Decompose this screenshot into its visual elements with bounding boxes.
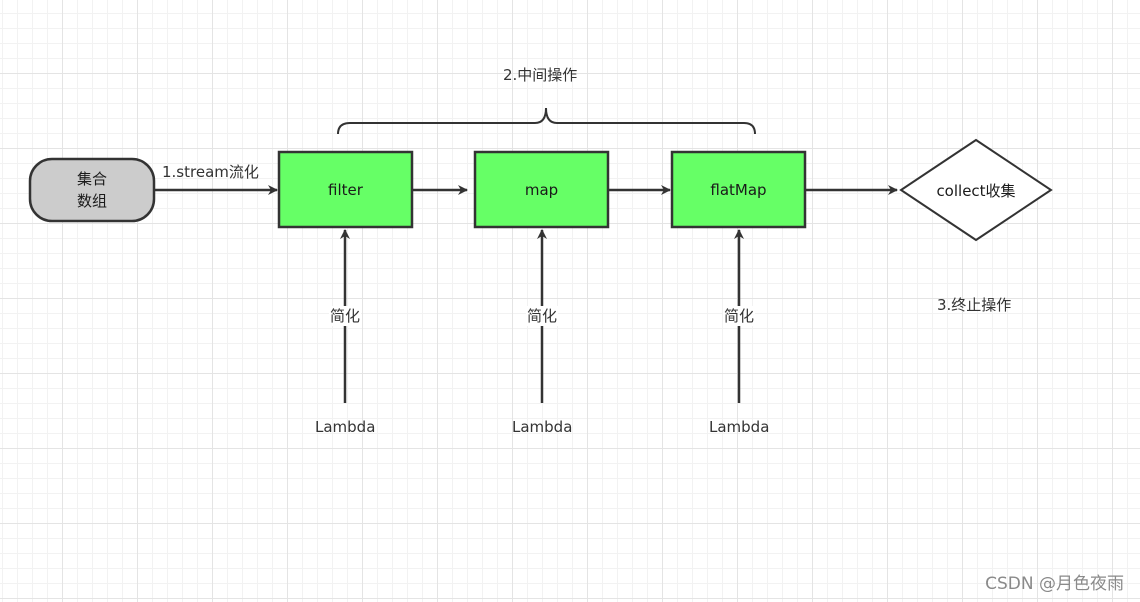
intermediate-brace xyxy=(337,107,756,135)
lambda-label-map: Lambda xyxy=(512,418,573,436)
watermark: CSDN @月色夜雨 xyxy=(985,574,1124,594)
op-node-filter[interactable] xyxy=(277,150,414,229)
source-node[interactable] xyxy=(28,157,156,223)
simplify-label-filter: 简化 xyxy=(329,306,362,326)
lambda-label-flatmap: Lambda xyxy=(709,418,770,436)
terminal-group-label: 3.终止操作 xyxy=(937,296,1012,314)
op-node-map[interactable] xyxy=(473,150,610,229)
lambda-label-filter: Lambda xyxy=(315,418,376,436)
stream-edge-label: 1.stream流化 xyxy=(162,163,259,181)
simplify-label-map: 简化 xyxy=(526,306,559,326)
intermediate-group-label: 2.中间操作 xyxy=(503,66,578,84)
simplify-label-flatmap: 简化 xyxy=(723,306,756,326)
terminal-node[interactable] xyxy=(899,138,1053,242)
op-node-flatmap[interactable] xyxy=(670,150,807,229)
